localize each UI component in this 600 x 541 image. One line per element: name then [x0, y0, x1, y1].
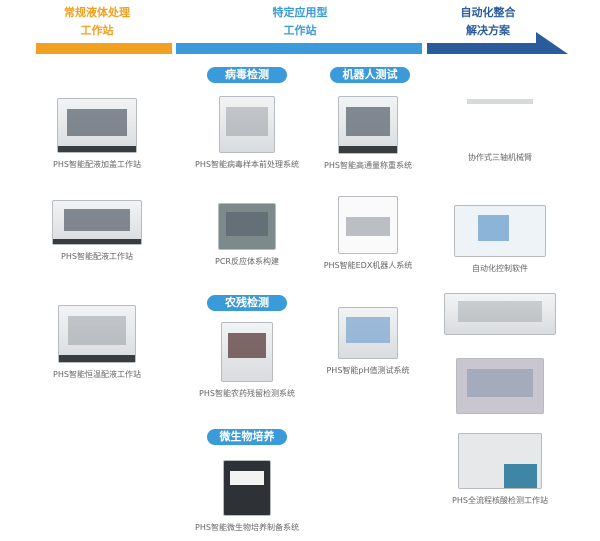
product-label: 自动化控制软件 — [472, 264, 528, 273]
stage-title: 特定应用型 — [272, 6, 328, 19]
product-card[interactable]: 自动化控制软件 — [425, 205, 575, 274]
product-label: PHS智能微生物培养制备系统 — [195, 523, 299, 532]
product-label: PHS智能高通量称重系统 — [324, 161, 412, 170]
stage-subtitle: 工作站 — [283, 24, 317, 37]
product-card[interactable]: PHS全流程核酸检测工作站 — [425, 433, 575, 506]
product-image — [338, 96, 398, 154]
progress-bar-stage1 — [36, 43, 172, 54]
stage-title: 自动化整合 — [460, 6, 516, 19]
product-image — [338, 307, 398, 359]
product-label: PHS智能配液工作站 — [61, 252, 133, 261]
stage-specific-application: 特定应用型 工作站 — [220, 4, 380, 40]
product-card[interactable]: PHS智能高通量称重系统 — [293, 96, 443, 171]
product-image — [221, 322, 273, 382]
stage-title: 常规液体处理 — [64, 6, 130, 19]
product-image — [458, 433, 542, 489]
product-image-automation-line — [425, 293, 575, 335]
product-card[interactable]: PHS智能微生物培养制备系统 — [172, 460, 322, 533]
pill-pesticide-detection[interactable]: 农残检测 — [207, 295, 287, 311]
product-image — [218, 203, 276, 250]
product-card[interactable]: PHS智能病毒样本前处理系统 — [172, 96, 322, 170]
product-label: 协作式三轴机械臂 — [468, 153, 532, 162]
pill-virus-detection[interactable]: 病毒检测 — [207, 67, 287, 83]
product-card[interactable]: PHS智能pH值测试系统 — [293, 307, 443, 376]
product-image — [52, 200, 142, 245]
product-label: PCR反应体系构建 — [215, 257, 279, 266]
product-image — [454, 205, 546, 257]
pill-microbe-culture[interactable]: 微生物培养 — [207, 429, 287, 445]
product-image — [338, 196, 398, 254]
arrow-head-icon — [536, 32, 568, 54]
product-label: PHS智能病毒样本前处理系统 — [195, 160, 299, 169]
stage-subtitle: 解决方案 — [466, 24, 510, 37]
product-image — [57, 98, 137, 153]
product-image — [467, 96, 533, 146]
product-card[interactable]: PHS智能配液加盖工作站 — [22, 98, 172, 170]
product-image — [219, 96, 275, 153]
product-card[interactable]: PHS智能EDX机器人系统 — [293, 196, 443, 271]
product-card[interactable]: PHS智能配液工作站 — [22, 200, 172, 262]
product-image-integrated-system — [425, 358, 575, 414]
product-label: PHS智能恒温配液工作站 — [53, 370, 141, 379]
product-card[interactable]: PHS智能农药残留检测系统 — [172, 322, 322, 399]
product-label: PHS智能农药残留检测系统 — [199, 389, 295, 398]
product-label: PHS智能pH值测试系统 — [326, 366, 410, 375]
stage-automation-integration: 自动化整合 解决方案 — [408, 4, 568, 40]
product-card[interactable]: PCR反应体系构建 — [172, 203, 322, 267]
product-card[interactable]: PHS智能恒温配液工作站 — [22, 305, 172, 380]
stage-subtitle: 工作站 — [80, 24, 114, 37]
progress-bar-stage2 — [176, 43, 422, 54]
product-label: PHS智能配液加盖工作站 — [53, 160, 141, 169]
product-label: PHS智能EDX机器人系统 — [323, 261, 413, 270]
product-image — [58, 305, 136, 363]
stage-conventional-liquid: 常规液体处理 工作站 — [17, 4, 177, 40]
pill-robot-testing[interactable]: 机器人测试 — [330, 67, 410, 83]
product-label: PHS全流程核酸检测工作站 — [452, 496, 548, 505]
product-card[interactable]: 协作式三轴机械臂 — [425, 96, 575, 163]
product-image — [223, 460, 271, 516]
progress-bar-stage3 — [427, 43, 537, 54]
